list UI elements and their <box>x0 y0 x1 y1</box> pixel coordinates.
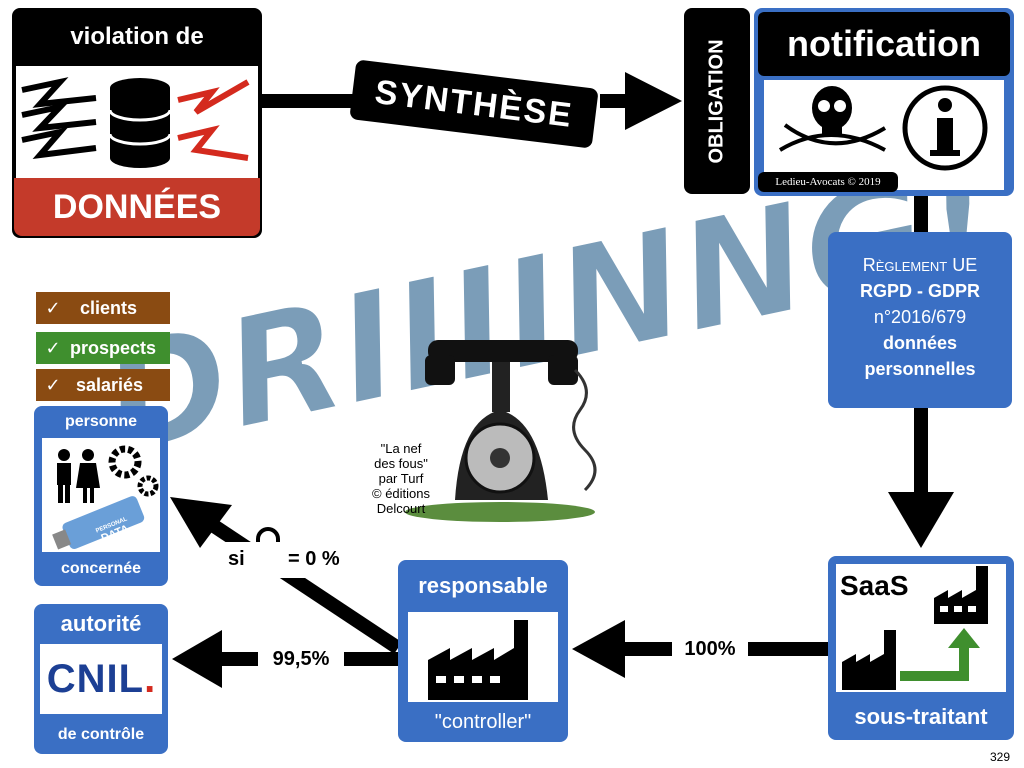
tag-salaries: ✓ salariés <box>36 369 170 401</box>
check-icon: ✓ <box>45 297 61 318</box>
lock-suffix: = 0 % <box>288 548 340 570</box>
phone-credit-line5: Delcourt <box>376 501 426 516</box>
phone-credit-line1: "La nef <box>380 441 422 456</box>
violation-panel: violation de DONNÉES <box>12 8 262 238</box>
responsable-icon-area <box>408 612 558 702</box>
phone-credit-line2: des fous" <box>374 456 428 471</box>
connector-reglement-saas <box>914 408 928 498</box>
cnil-logo: CNIL. <box>40 644 162 714</box>
arrow-label-995: 99,5% <box>258 644 344 674</box>
page-number: 329 <box>989 750 1010 764</box>
tag-label: prospects <box>70 337 157 358</box>
tag-clients: ✓ clients <box>36 292 170 324</box>
reglement-line1: Règlement UE <box>862 255 978 275</box>
responsable-top-label: responsable <box>418 573 548 598</box>
cnil-logo-text: CNIL <box>46 656 145 701</box>
tag-prospects: ✓ prospects <box>36 332 170 364</box>
responsable-panel: responsable "controller" <box>398 560 568 742</box>
reglement-line5: personnelles <box>864 359 976 379</box>
phone-credit: "La nef des fous" par Turf © éditions De… <box>356 441 446 516</box>
reglement-line2: RGPD - GDPR <box>859 281 980 301</box>
arrow-label-100: 100% <box>672 634 748 664</box>
connector-responsable-personne <box>201 514 402 654</box>
reglement-panel: Règlement UE RGPD - GDPR n°2016/679 donn… <box>828 232 1012 408</box>
lock-condition-label: si = 0 % <box>222 542 356 578</box>
obligation-panel: OBLIGATION <box>684 8 750 194</box>
obligation-label: OBLIGATION <box>705 38 728 164</box>
connector-notification-reglement <box>914 196 928 234</box>
tag-label: salariés <box>76 374 144 395</box>
responsable-bottom-label: "controller" <box>434 710 532 733</box>
old-telephone-illustration <box>405 340 597 522</box>
reglement-line4: données <box>882 333 957 353</box>
arrow-head-to-personne <box>170 497 232 548</box>
saas-bottom-label: sous-traitant <box>854 704 988 729</box>
saas-label: SaaS <box>840 570 909 601</box>
cnil-logo-dot: . <box>144 656 156 701</box>
arrow-head-to-obligation <box>625 72 682 130</box>
notification-title: notification <box>758 12 1010 76</box>
personne-top-label: personne <box>64 413 137 430</box>
check-icon: ✓ <box>45 374 61 395</box>
violation-subtitle: DONNÉES <box>14 178 260 236</box>
arrow-head-to-responsable <box>572 620 625 678</box>
arrow-head-to-cnil <box>172 630 222 688</box>
personne-panel: personne concernée <box>34 406 168 586</box>
connector-violation-synthese <box>262 94 362 108</box>
arrow-head-to-saas <box>888 492 954 548</box>
reglement-line3: n°2016/679 <box>873 307 967 327</box>
saas-panel: SaaS sous-traitant <box>828 556 1014 740</box>
personne-bottom-label: concernée <box>60 560 142 577</box>
authority-bottom-label: de contrôle <box>57 726 145 743</box>
authority-top-label: autorité <box>60 611 142 636</box>
notification-panel: notification Ledieu-Avocats © 2019 <box>754 8 1014 196</box>
tag-label: clients <box>80 297 138 318</box>
phone-credit-line3: par Turf <box>378 471 424 486</box>
violation-title: violation de <box>70 23 204 50</box>
lock-prefix: si <box>228 548 245 570</box>
check-icon: ✓ <box>45 337 61 358</box>
violation-illustration-area <box>16 66 258 178</box>
phone-credit-line4: © éditions <box>372 486 430 501</box>
authority-panel: autorité CNIL. de contrôle <box>34 604 168 754</box>
notification-credit: Ledieu-Avocats © 2019 <box>758 172 898 192</box>
